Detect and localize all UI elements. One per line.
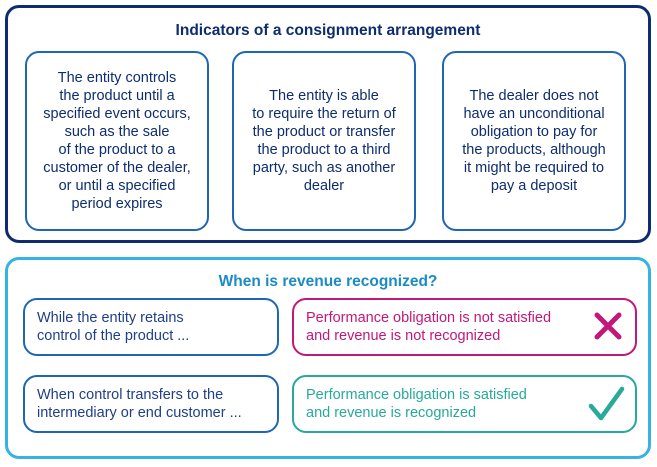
condition-retains-control: While the entity retains control of the … [23, 298, 279, 356]
result-not-recognized: Performance obligation is not satisfied … [292, 298, 637, 356]
cross-icon [594, 312, 622, 340]
indicators-title: Indicators of a consignment arrangement [175, 22, 481, 39]
indicator-no-payment-obligation: The dealer does not have an unconditiona… [442, 51, 626, 231]
revenue-title: When is revenue recognized? [218, 273, 438, 290]
condition-text: While the entity retains control of the … [37, 310, 190, 344]
indicator-text: The dealer does not have an unconditiona… [462, 88, 606, 194]
indicator-return-or-transfer: The entity is able to require the return… [232, 51, 416, 231]
indicator-control-until-event: The entity controls the product until a … [25, 51, 209, 231]
result-text: Performance obligation is satisfied and … [306, 387, 527, 421]
result-text: Performance obligation is not satisfied … [306, 310, 552, 344]
revenue-recognition-panel: When is revenue recognized? While the en… [5, 257, 651, 459]
consignment-indicators-panel: Indicators of a consignment arrangement … [5, 5, 651, 243]
condition-control-transfers: When control transfers to the intermedia… [23, 375, 279, 433]
check-icon [588, 386, 625, 421]
indicator-text: The entity is able to require the return… [252, 88, 396, 194]
result-recognized: Performance obligation is satisfied and … [292, 375, 637, 433]
indicator-text: The entity controls the product until a … [43, 70, 191, 212]
condition-text: When control transfers to the intermedia… [37, 387, 242, 421]
